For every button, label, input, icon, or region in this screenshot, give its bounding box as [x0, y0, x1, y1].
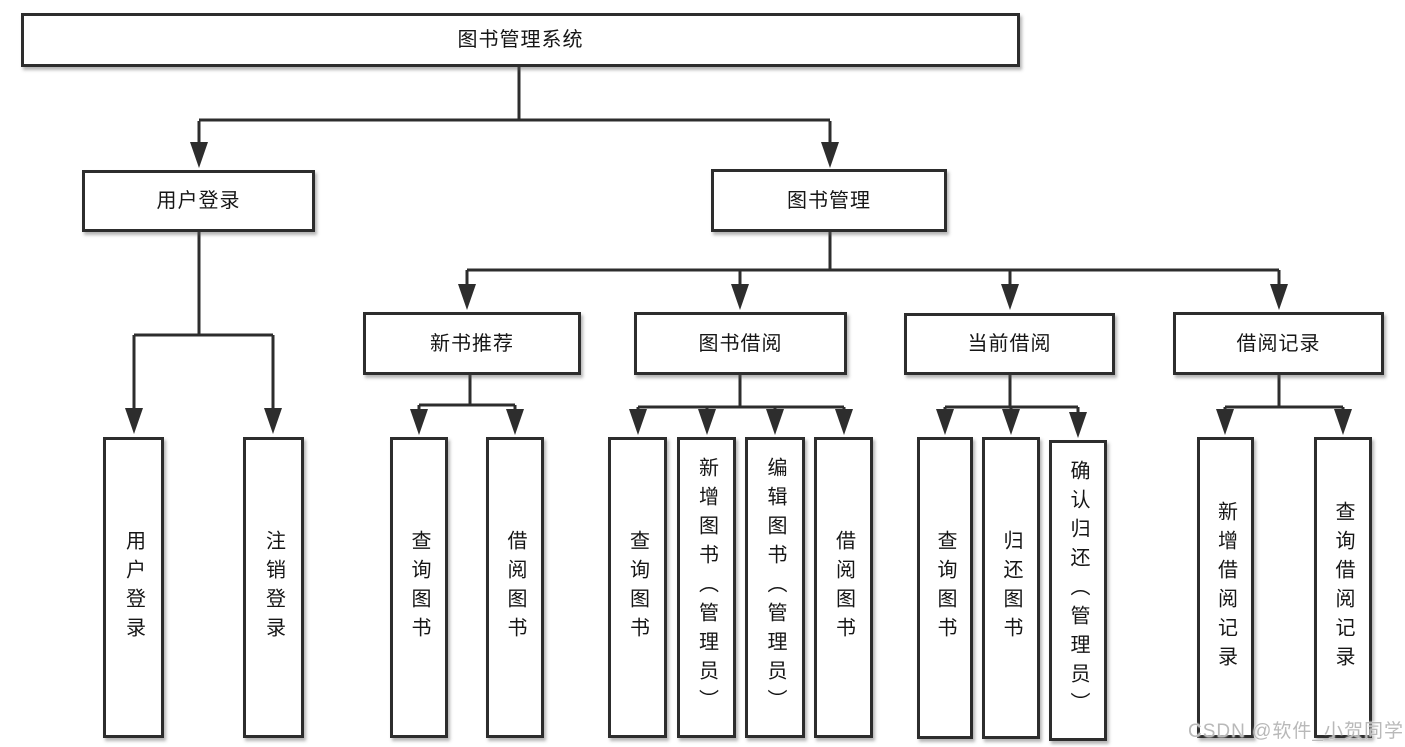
leaf-confirm-return-admin: 确认归还（管理员） — [1049, 440, 1107, 741]
leaf-label: 查询图书 — [408, 529, 430, 646]
node-user-login: 用户登录 — [82, 170, 315, 232]
watermark: CSDN @软件_小贺同学 — [1188, 721, 1404, 742]
leaf-label: 确认归还（管理员） — [1067, 460, 1089, 721]
node-new-book-recommend: 新书推荐 — [363, 312, 581, 375]
leaf-label: 归还图书 — [1000, 530, 1022, 646]
leaf-user-login: 用户登录 — [103, 437, 164, 738]
leaf-label: 借阅图书 — [504, 529, 526, 646]
leaf-label: 新增借阅记录 — [1214, 500, 1237, 675]
node-book-borrow: 图书借阅 — [634, 312, 847, 375]
leaf-label: 编辑图书（管理员） — [764, 457, 786, 718]
leaf-query-books-recommend: 查询图书 — [390, 437, 448, 738]
leaf-return-book: 归还图书 — [982, 437, 1040, 739]
leaf-edit-book-admin: 编辑图书（管理员） — [745, 437, 805, 738]
leaf-query-borrow-record: 查询借阅记录 — [1314, 437, 1372, 738]
leaf-borrow-books-2: 借阅图书 — [814, 437, 873, 738]
leaf-add-borrow-record: 新增借阅记录 — [1197, 437, 1254, 738]
leaf-label: 用户登录 — [122, 529, 145, 646]
leaf-label: 借阅图书 — [832, 529, 855, 646]
leaf-label: 新增图书（管理员） — [695, 457, 718, 718]
leaf-label: 查询图书 — [934, 530, 956, 646]
node-library-management-system: 图书管理系统 — [21, 13, 1020, 67]
leaf-logout: 注销登录 — [243, 437, 304, 738]
leaf-label: 查询图书 — [626, 529, 649, 646]
node-borrow-records: 借阅记录 — [1173, 312, 1384, 375]
leaf-label: 注销登录 — [262, 529, 285, 646]
node-book-management: 图书管理 — [711, 169, 947, 232]
leaf-label: 查询借阅记录 — [1332, 500, 1354, 675]
leaf-borrow-books-recommend: 借阅图书 — [486, 437, 544, 738]
node-current-borrow: 当前借阅 — [904, 313, 1115, 375]
leaf-query-books-current: 查询图书 — [917, 437, 973, 739]
leaf-query-books-borrow: 查询图书 — [608, 437, 667, 738]
leaf-add-book-admin: 新增图书（管理员） — [677, 437, 736, 738]
